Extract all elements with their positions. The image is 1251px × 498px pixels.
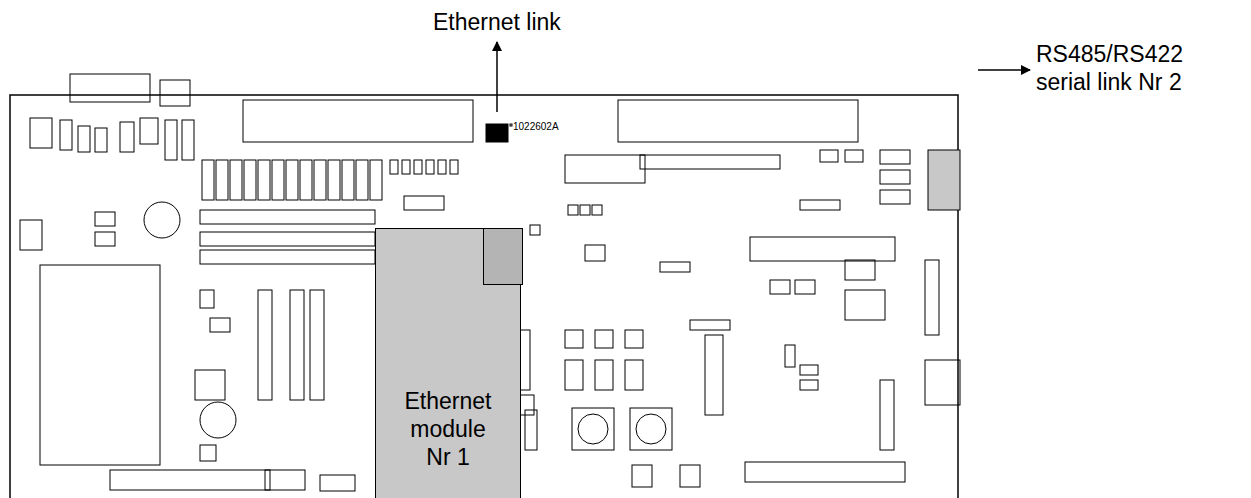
module-label: Ethernet module Nr 1 [398,387,498,471]
module-box: Ethernet module Nr 1 [375,228,521,498]
rj45-connector [483,228,523,285]
link-label: RS485/RS422 serial link Nr 2 [1036,40,1241,96]
link-label: Ethernet link [433,8,561,36]
silkscreen-text: 1022602A [513,121,559,133]
